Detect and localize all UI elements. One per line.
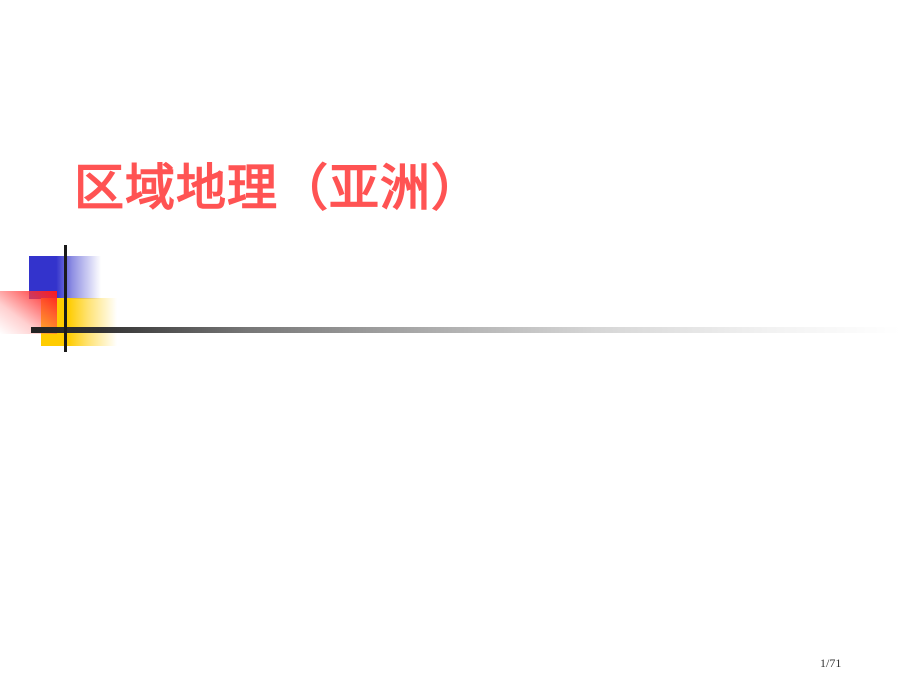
decor-horizontal-rule: [31, 327, 901, 333]
decor-red-square: [0, 291, 57, 334]
slide-title: 区域地理（亚洲）: [74, 158, 482, 217]
decor-vertical-rule: [64, 245, 67, 352]
page-number: 1/71: [820, 656, 842, 670]
